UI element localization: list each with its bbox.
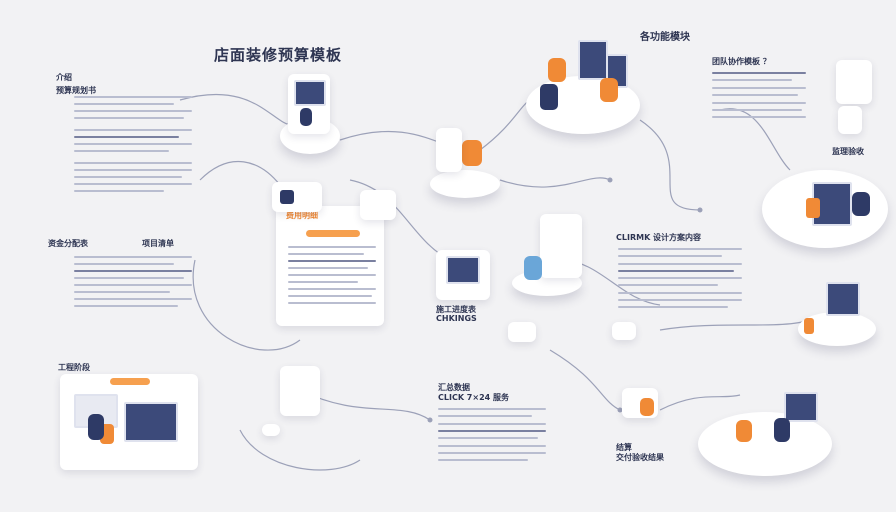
design-heading: CLIRMK 设计方案内容 xyxy=(616,233,702,242)
progress-tag-2: CHKINGS xyxy=(436,314,477,323)
person-figure xyxy=(600,78,618,102)
settle-subheading: 交付验收结果 xyxy=(616,453,664,462)
person-figure xyxy=(774,418,790,442)
monitor-icon xyxy=(826,282,860,316)
expense-button[interactable] xyxy=(306,230,360,237)
tag-card xyxy=(272,182,322,212)
monitor-icon xyxy=(784,392,818,422)
expense-heading: 费用明细 xyxy=(286,211,318,220)
cabinet-box xyxy=(540,214,582,278)
platform-7 xyxy=(698,412,832,476)
summary-heading: 汇总数据 xyxy=(438,383,470,392)
monitor-icon xyxy=(578,40,608,80)
person-figure xyxy=(736,420,752,442)
intro-section: 介绍 预算规划书 xyxy=(56,72,96,96)
person-figure xyxy=(548,58,566,82)
platform-2 xyxy=(430,170,500,198)
folder-icon xyxy=(280,190,294,204)
stage-heading: 工程阶段 xyxy=(58,363,90,372)
device-box xyxy=(262,424,280,436)
server-box xyxy=(360,190,396,220)
allocation-tag: 项目清单 xyxy=(142,239,174,248)
intro-heading-2: 预算规划书 xyxy=(56,86,96,95)
progress-tag-1: 施工进度表 xyxy=(436,305,476,314)
stage-monitor xyxy=(124,402,178,442)
person-figure xyxy=(88,414,104,440)
server-box xyxy=(280,366,320,416)
expense-card: 费用明细 xyxy=(276,206,384,326)
allocation-heading: 资金分配表 xyxy=(48,239,88,248)
stage-card xyxy=(60,374,198,470)
terminal-box xyxy=(436,250,490,300)
person-figure xyxy=(300,108,312,126)
expense-lines xyxy=(288,246,376,309)
settle-heading: 结算 xyxy=(616,443,632,452)
person-figure xyxy=(852,192,870,216)
monitor-icon xyxy=(446,256,480,284)
summary-subheading: CLICK 7×24 服务 xyxy=(438,393,509,402)
design-lines xyxy=(618,248,742,313)
page-title: 店面装修预算模板 xyxy=(214,46,343,64)
intro-heading-1: 介绍 xyxy=(56,73,72,82)
intro-text-lines xyxy=(74,96,192,197)
person-figure xyxy=(804,318,814,334)
device-box xyxy=(508,322,536,342)
person-figure xyxy=(524,256,542,280)
cabinet-box xyxy=(436,128,462,172)
modules-heading: 各功能模块 xyxy=(640,32,690,43)
person-figure xyxy=(462,140,482,166)
modules-lines xyxy=(712,72,806,123)
monitor-icon xyxy=(294,80,326,106)
workstation-1 xyxy=(288,74,330,134)
printer-box xyxy=(836,60,872,104)
stage-pill xyxy=(110,378,150,385)
chart-icon xyxy=(806,198,820,218)
allocation-text-lines xyxy=(74,256,192,312)
supervise-heading: 监理验收 xyxy=(832,147,864,156)
device-box xyxy=(612,322,636,340)
person-figure xyxy=(640,398,654,416)
cabinet-box xyxy=(838,106,862,134)
modules-subheading: 团队协作模板 ？ xyxy=(712,57,771,66)
summary-lines xyxy=(438,408,546,466)
chair-icon xyxy=(540,84,558,110)
